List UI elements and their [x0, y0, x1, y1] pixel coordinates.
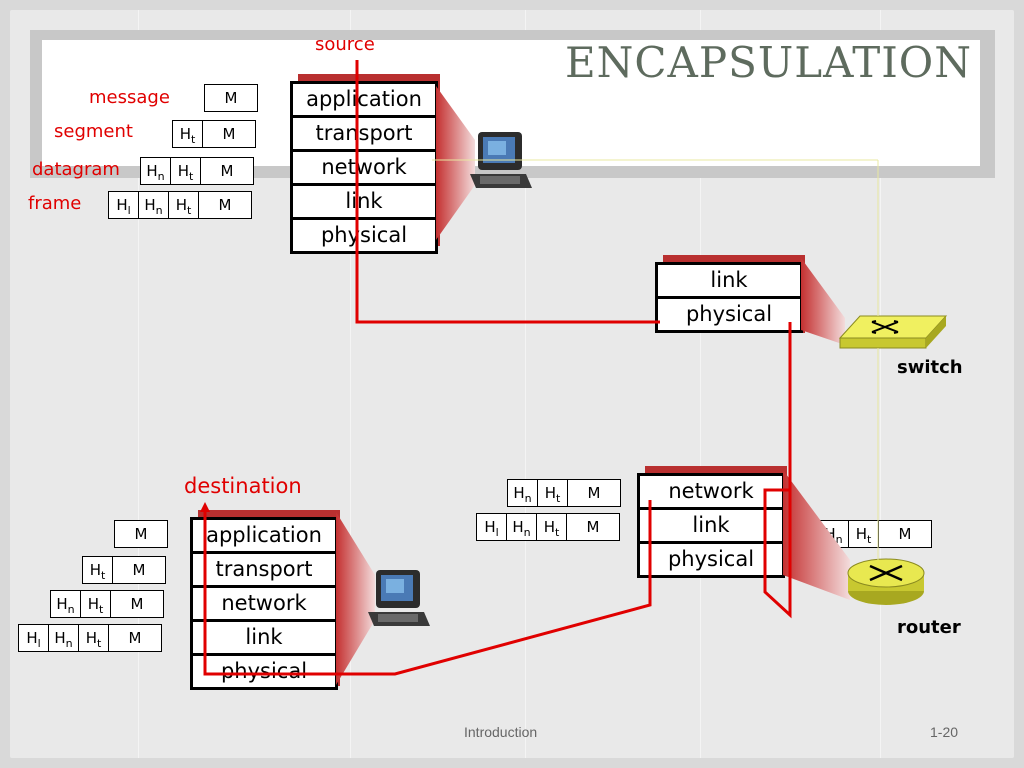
destination-layer-application: application — [193, 520, 335, 554]
router-layer-physical: physical — [667, 547, 755, 571]
destination-layer-physical: physical — [220, 659, 308, 683]
router-icon — [847, 558, 925, 605]
packet-frame: Hl Hn Ht M — [108, 191, 252, 219]
header-transport: Ht — [81, 591, 111, 617]
header-transport: Ht — [169, 192, 199, 218]
router-wedge — [783, 470, 850, 600]
payload-m: M — [220, 162, 234, 180]
header-network: Hn — [508, 480, 538, 506]
router-layer-link: link — [640, 510, 782, 544]
packet-datagram: Hn Ht M — [140, 157, 254, 185]
switch-icon — [838, 315, 948, 349]
background-stripe — [700, 10, 701, 758]
background-stripe — [350, 10, 351, 758]
payload-m: M — [586, 518, 600, 536]
dest-packet-message: M — [114, 520, 168, 548]
payload-m: M — [222, 125, 236, 143]
router-label: router — [897, 617, 961, 638]
header-network: Hn — [51, 591, 81, 617]
dest-packet-frame: Hl Hn Ht M — [18, 624, 162, 652]
source-label: source — [315, 34, 375, 55]
router-packet-datagram: Hn Ht M — [507, 479, 621, 507]
source-layer-transport: transport — [293, 118, 435, 152]
data-path — [355, 60, 660, 324]
payload-m: M — [224, 89, 238, 107]
destination-layer-link: link — [193, 622, 335, 656]
header-network: Hn — [507, 514, 537, 540]
packet-message: M — [204, 84, 258, 112]
datagram-label: datagram — [32, 159, 120, 180]
router-protocol-stack: network link physical — [637, 473, 785, 578]
header-transport: Ht — [79, 625, 109, 651]
router-packet-frame: Hl Hn Ht M — [476, 513, 620, 541]
header-link: Hl — [109, 192, 139, 218]
source-layer-application: application — [293, 84, 435, 118]
header-transport: Ht — [538, 480, 568, 506]
arrowhead-icon — [200, 502, 210, 512]
payload-m: M — [130, 595, 144, 613]
frame-label: frame — [28, 193, 82, 214]
payload-m: M — [128, 629, 142, 647]
source-wedge — [436, 86, 475, 240]
source-layer-network: network — [293, 152, 435, 186]
background-stripe — [525, 10, 526, 758]
destination-computer-icon — [368, 570, 430, 626]
source-protocol-stack: application transport network link physi… — [290, 81, 438, 254]
destination-wedge — [336, 512, 375, 685]
switch-layer-link: link — [658, 265, 800, 299]
background-stripe — [880, 10, 881, 758]
header-transport: Ht — [171, 158, 201, 184]
header-network: Hn — [49, 625, 79, 651]
router-layer-network: network — [640, 476, 782, 510]
data-path — [763, 322, 792, 619]
segment-label: segment — [54, 121, 133, 142]
dest-packet-datagram: Hn Ht M — [50, 590, 164, 618]
footer-page-number: 1-20 — [930, 724, 959, 740]
source-layer-link: link — [293, 186, 435, 220]
background-stripe — [138, 10, 139, 758]
header-link: Hl — [19, 625, 49, 651]
switch-wedge — [801, 258, 845, 345]
header-transport: Ht — [83, 557, 113, 583]
packet-segment: Ht M — [172, 120, 256, 148]
footer-section: Introduction — [464, 724, 538, 740]
switch-protocol-stack: link physical — [655, 262, 803, 333]
destination-layer-network: network — [193, 588, 335, 622]
destination-layer-transport: transport — [193, 554, 335, 588]
header-network: Hn — [139, 192, 169, 218]
header-link: Hl — [477, 514, 507, 540]
payload-m: M — [898, 525, 912, 543]
payload-m: M — [134, 525, 148, 543]
payload-m: M — [587, 484, 601, 502]
header-transport: Ht — [173, 121, 203, 147]
payload-m: M — [132, 561, 146, 579]
source-layer-physical: physical — [320, 223, 408, 247]
data-path — [203, 500, 652, 676]
switch-layer-physical: physical — [685, 302, 773, 326]
slide-title: ENCAPSULATION — [564, 38, 972, 87]
destination-label: destination — [184, 474, 302, 498]
switch-label: switch — [897, 357, 963, 378]
message-label: message — [89, 87, 170, 108]
dest-packet-segment: Ht M — [82, 556, 166, 584]
header-network: Hn — [141, 158, 171, 184]
payload-m: M — [218, 196, 232, 214]
header-transport: Ht — [537, 514, 567, 540]
